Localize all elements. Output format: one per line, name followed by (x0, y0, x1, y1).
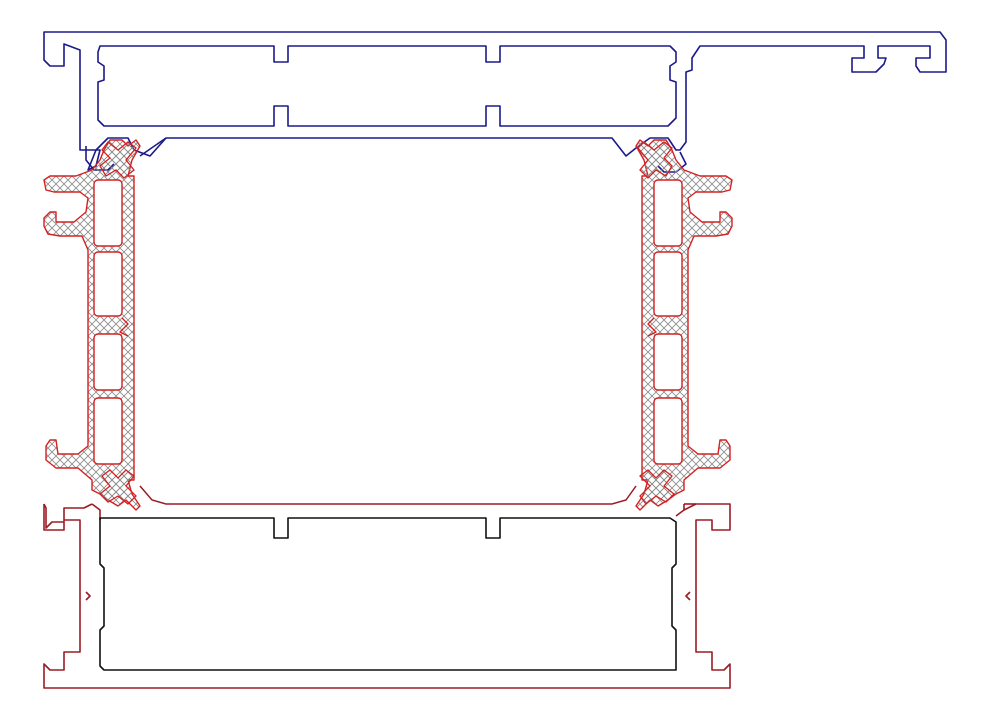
middle-cavity-top-edge (139, 137, 167, 157)
left-thermal-break-strip (43, 139, 141, 511)
gasket-knobs (99, 141, 675, 505)
bottom-profile-chamber (99, 517, 677, 671)
right-break-chamber-1 (654, 180, 682, 246)
gasket-knob-top-left (99, 141, 137, 179)
gasket-knob-bottom-left (99, 469, 137, 505)
left-break-mid-notch (119, 317, 129, 337)
right-break-chamber-2 (654, 252, 682, 316)
right-break-chamber-4 (654, 398, 682, 464)
bottom-aluminium-profile (43, 503, 731, 689)
right-break-outline (635, 139, 733, 511)
bottom-profile-right-leg (675, 509, 685, 517)
top-aluminium-profile (43, 31, 947, 173)
bottom-profile-outer-contour (43, 503, 731, 689)
left-break-chamber-4 (94, 398, 122, 464)
left-break-chamber-1 (94, 180, 122, 246)
right-thermal-break-strip (635, 139, 733, 511)
bottom-profile-left-leg (91, 503, 101, 520)
top-profile-chamber (97, 45, 677, 127)
gasket-knob-bottom-right (639, 469, 675, 505)
middle-cavity-bottom-edge (139, 485, 637, 505)
left-break-chamber-3 (94, 334, 122, 390)
bottom-profile-left-notch (85, 591, 91, 601)
top-profile-outer-contour (43, 31, 947, 171)
bottom-profile-right-notch (685, 591, 691, 601)
left-break-chamber-2 (94, 252, 122, 316)
right-break-mid-notch (647, 317, 657, 337)
left-break-outline (43, 139, 141, 511)
gasket-knob-top-right (637, 141, 673, 179)
right-break-chamber-3 (654, 334, 682, 390)
